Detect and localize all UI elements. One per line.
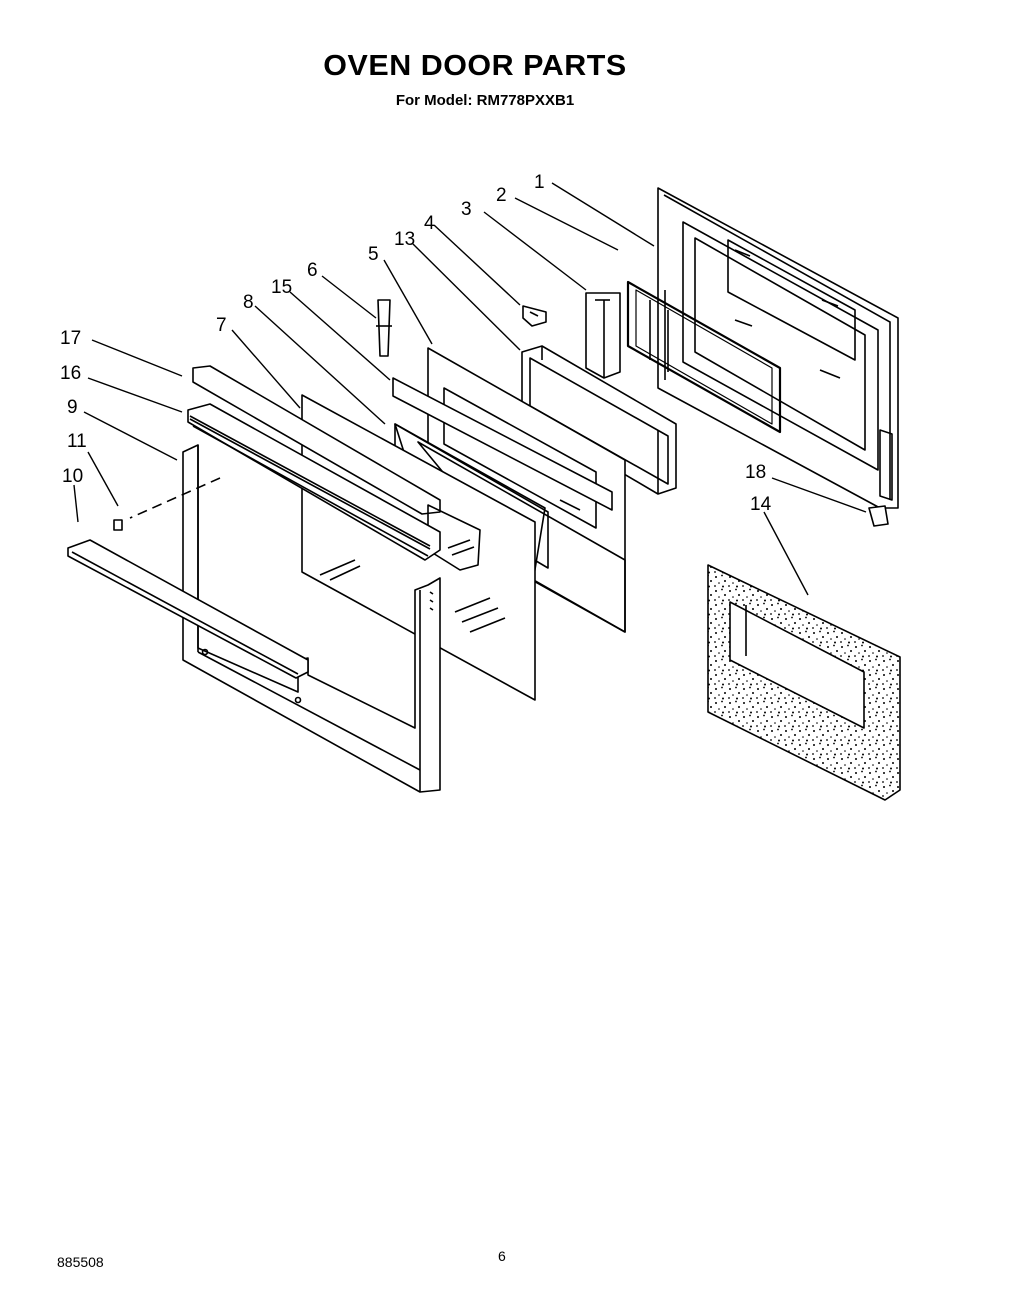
callout-9: 9 — [67, 397, 78, 418]
part-10-lower-trim — [67, 539, 309, 679]
callout-15: 15 — [271, 277, 292, 298]
part-9-outer-frame — [129, 444, 441, 793]
part-11-screw — [113, 519, 123, 531]
page-number: 6 — [498, 1248, 506, 1264]
part-1-inner-door-panel — [657, 187, 899, 509]
callout-2: 2 — [496, 185, 507, 206]
model-subtitle: For Model: RM778PXXB1 — [395, 92, 575, 109]
callout-14: 14 — [750, 494, 772, 515]
callout-7: 7 — [216, 315, 227, 336]
callout-11: 11 — [67, 431, 87, 452]
callout-13: 13 — [394, 229, 415, 250]
part-6-door-stop — [376, 299, 392, 357]
part-4-clip — [522, 305, 547, 327]
part-14-insulation-gasket — [707, 564, 901, 801]
callout-16: 16 — [60, 363, 81, 384]
callout-8: 8 — [243, 292, 254, 313]
callout-4: 4 — [424, 213, 435, 234]
callout-5: 5 — [368, 244, 379, 265]
part-3-bracket — [585, 292, 621, 379]
document-number: 885508 — [57, 1254, 104, 1270]
callout-6: 6 — [307, 260, 318, 281]
part-18-pad — [868, 505, 889, 527]
part-2-wire-frame — [626, 280, 782, 434]
part-13-insulation-frame — [521, 345, 677, 495]
callout-18: 18 — [745, 462, 766, 483]
callout-17: 17 — [60, 328, 81, 349]
callout-1: 1 — [534, 172, 545, 193]
callout-3: 3 — [461, 199, 472, 220]
part-15-heat-shield — [392, 377, 613, 511]
part-16-handle-bar — [187, 403, 441, 561]
callout-10: 10 — [62, 466, 83, 487]
page-title: OVEN DOOR PARTS — [323, 50, 627, 82]
